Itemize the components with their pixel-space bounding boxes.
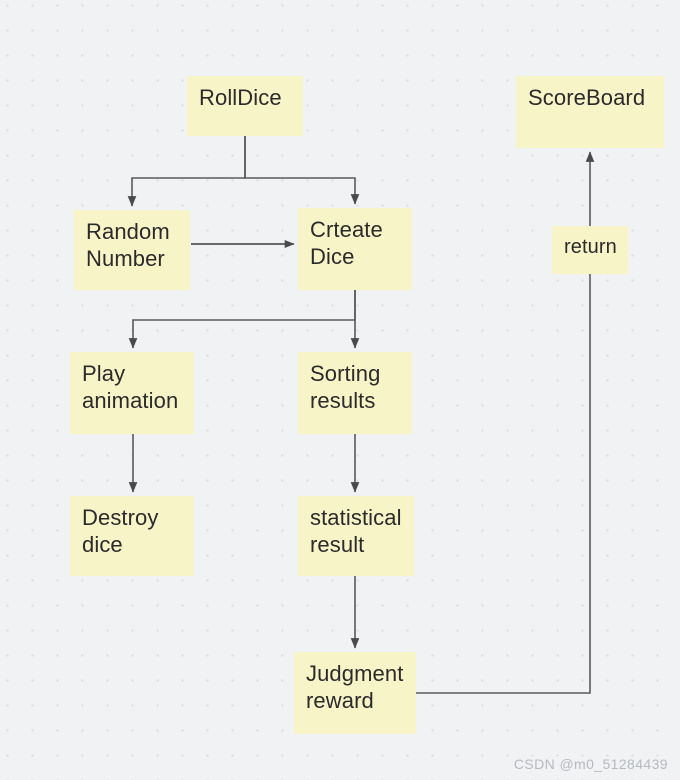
edge-crteate-dice-to-play-animation (128, 290, 356, 349)
note-judgment-reward[interactable]: Judgment reward (294, 652, 416, 734)
note-return[interactable]: return (552, 226, 628, 274)
note-crteate-dice[interactable]: Crteate Dice (298, 208, 412, 290)
note-label: Crteate Dice (310, 217, 383, 269)
note-label: Play animation (82, 361, 179, 413)
watermark: CSDN @m0_51284439 (513, 756, 668, 772)
note-label: Judgment reward (306, 661, 404, 713)
note-play-animation[interactable]: Play animation (70, 352, 194, 434)
note-rolldice[interactable]: RollDice (187, 76, 303, 136)
edge-rolldice-to-random-number (127, 136, 246, 207)
note-label: Destroy dice (82, 505, 159, 557)
note-label: Sorting results (310, 361, 381, 413)
note-statistical-result[interactable]: statistical result (298, 496, 414, 576)
note-label: RollDice (199, 85, 282, 110)
note-destroy-dice[interactable]: Destroy dice (70, 496, 194, 576)
note-label: ScoreBoard (528, 85, 646, 110)
edge-rolldice-to-crteate-dice (244, 136, 360, 205)
note-scoreboard[interactable]: ScoreBoard (516, 76, 664, 148)
note-random-number[interactable]: Random Number (74, 210, 190, 290)
note-label: Random Number (86, 219, 170, 271)
note-label: statistical result (310, 505, 402, 557)
note-sorting-results[interactable]: Sorting results (298, 352, 412, 434)
note-label: return (564, 236, 617, 258)
